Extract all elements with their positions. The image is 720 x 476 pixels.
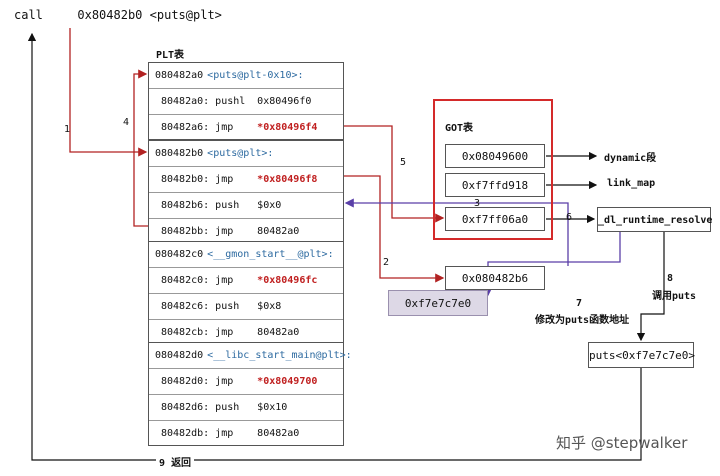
call-keyword: call (14, 8, 43, 22)
plt-instruction-row: 80482a6: jmp *0x80496f4 (149, 115, 343, 141)
plt-instruction-row: 80482d0: jmp *0x8049700 (149, 369, 343, 395)
instr-operand: *0x8049700 (257, 376, 318, 387)
plt-title: PLT表 (156, 50, 185, 61)
instr-address: 80482d0: (161, 376, 210, 387)
plt-group: 080482d0<__libc_start_main@plt>:80482d0:… (148, 342, 352, 447)
call-address: 0x80482b0 (77, 8, 143, 22)
plt-instruction-row: 80482bb: jmp 80482a0 (149, 219, 343, 245)
step-9-word: 返回 (171, 458, 192, 469)
instr-opcode: jmp (215, 376, 234, 387)
instr-address: 80482cb: (161, 327, 210, 338)
arrow-step-2 (344, 175, 445, 283)
arrow-step-1 (69, 28, 148, 157)
instr-address: 80482c6: (161, 301, 210, 312)
got-entry-0: 0x08049600 (445, 144, 545, 168)
step-5-label: 5 (400, 157, 407, 168)
plt-header-address: 080482b0 (155, 148, 204, 159)
plt-group-header: 080482b0<puts@plt>: (149, 141, 343, 167)
step-6-label: 6 (566, 212, 573, 223)
instr-opcode: push (215, 402, 240, 413)
instr-address: 80482c0: (161, 275, 210, 286)
step-7-label: 7 (576, 298, 583, 309)
step-4-label: 4 (123, 117, 130, 128)
new-value-box: 0xf7e7c7e0 (388, 290, 488, 316)
instr-opcode: push (215, 301, 240, 312)
instr-address: 80482a6: (161, 122, 210, 133)
instr-address: 80482b6: (161, 200, 210, 211)
step-1-label: 1 (64, 124, 71, 135)
instr-address: 80482a0: (161, 96, 210, 107)
instr-operand: 80482a0 (257, 226, 300, 237)
call-target: <puts@plt> (149, 8, 222, 22)
plt-group: 080482c0<__gmon_start__@plt>: 80482c0: jmp… (148, 241, 344, 345)
step-9-label: 9 (159, 458, 166, 469)
arrow-step-4 (133, 69, 148, 227)
dynamic-label: dynamic段 (604, 153, 657, 164)
call-instruction: call 0x80482b0 <puts@plt> (14, 8, 222, 22)
step-9-text: 9 返回 (156, 454, 195, 469)
instr-opcode: jmp (215, 428, 234, 439)
instr-operand: $0x10 (257, 402, 288, 413)
instr-opcode: jmp (215, 122, 234, 133)
got-entry-2: 0xf7ff06a0 (445, 207, 545, 231)
instr-opcode: jmp (215, 327, 234, 338)
puts-function-box: puts<0xf7e7c7e0> (588, 342, 695, 368)
plt-header-symbol: <puts@plt>: (207, 148, 274, 159)
plt-instruction-row: 80482b0: jmp *0x80496f8 (149, 167, 343, 193)
plt-instruction-row: 80482b6: push $0x0 (149, 193, 343, 219)
instr-opcode: jmp (215, 226, 234, 237)
plt-header-symbol: <__libc_start_main@plt>: (207, 350, 352, 361)
instr-address: 80482d6: (161, 402, 210, 413)
instr-operand: 80482a0 (257, 428, 300, 439)
instr-address: 80482bb: (161, 226, 210, 237)
plt-group: 080482b0<puts@plt>: 80482b0: jmp *0x80496f8… (148, 140, 344, 244)
plt-group-header: 080482c0<__gmon_start__@plt>: (149, 242, 343, 268)
plt-instruction-row: 80482cb: jmp 80482a0 (149, 320, 343, 346)
instr-address: 80482b0: (161, 174, 210, 185)
resolve-box: _dl_runtime_resolve (597, 207, 712, 232)
plt-instruction-row: 80482d6: push $0x10 (149, 395, 343, 421)
instr-opcode: jmp (215, 275, 234, 286)
plt-header-address: 080482c0 (155, 249, 204, 260)
arrow-step-8 (636, 232, 665, 342)
instr-operand: *0x80496f8 (257, 174, 318, 185)
got-title: GOT表 (445, 123, 474, 134)
plt-header-symbol: <puts@plt-0x10>: (207, 70, 304, 81)
step-8-text: 调用puts (652, 291, 697, 302)
instr-operand: *0x80496fc (257, 275, 318, 286)
step-8-label: 8 (667, 273, 674, 284)
got-puts-entry: 0x080482b6 (445, 266, 545, 290)
link-map-label: link_map (607, 178, 656, 189)
plt-instruction-row: 80482a0: pushl 0x80496f0 (149, 89, 343, 115)
plt-header-address: 080482a0 (155, 70, 204, 81)
got-table-frame (433, 99, 553, 240)
instr-operand: 80482a0 (257, 327, 300, 338)
plt-instruction-row: 80482db: jmp 80482a0 (149, 421, 343, 447)
step-7-text: 修改为puts函数地址 (535, 315, 630, 326)
plt-instruction-row: 80482c6: push $0x8 (149, 294, 343, 320)
got-entry-1: 0xf7ffd918 (445, 173, 545, 197)
plt-group-header: 080482a0<puts@plt-0x10>: (149, 63, 343, 89)
instr-address: 80482db: (161, 428, 210, 439)
instr-opcode: push (215, 200, 240, 211)
step-2-label: 2 (383, 257, 390, 268)
plt-instruction-row: 80482c0: jmp *0x80496fc (149, 268, 343, 294)
instr-operand: $0x8 (257, 301, 282, 312)
plt-group: 080482a0<puts@plt-0x10>: 80482a0: pushl 0x8… (148, 62, 344, 140)
instr-operand: 0x80496f0 (257, 96, 312, 107)
plt-header-symbol: <__gmon_start__@plt>: (207, 249, 334, 260)
instr-operand: $0x0 (257, 200, 282, 211)
instr-opcode: jmp (215, 174, 234, 185)
plt-header-address: 080482d0 (155, 350, 204, 361)
instr-opcode: pushl (215, 96, 246, 107)
step-3-label: 3 (474, 198, 481, 209)
plt-group-header: 080482d0<__libc_start_main@plt>: (149, 343, 352, 369)
watermark: 知乎 @stepwalker (556, 434, 688, 452)
instr-operand: *0x80496f4 (257, 122, 318, 133)
